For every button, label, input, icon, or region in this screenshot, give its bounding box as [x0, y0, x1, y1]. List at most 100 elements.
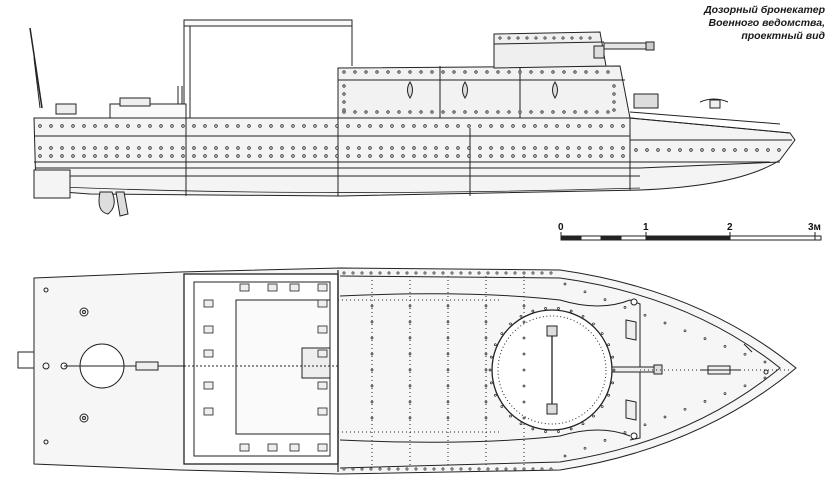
rivet	[405, 271, 409, 275]
rivet	[104, 146, 108, 150]
caption-line-3: проектный вид	[741, 30, 825, 42]
rivet	[522, 384, 526, 388]
rivet	[484, 384, 488, 388]
rivet	[214, 154, 218, 158]
rivet	[369, 271, 373, 275]
rivet	[82, 146, 86, 150]
rivet	[489, 146, 493, 150]
rivet	[700, 148, 704, 152]
rivet	[49, 124, 53, 128]
rivet	[592, 414, 595, 418]
rivet	[408, 110, 412, 114]
rivet	[430, 70, 434, 74]
rivet	[484, 304, 488, 308]
rivet	[434, 124, 438, 128]
rivet	[335, 124, 339, 128]
rivet	[370, 384, 374, 388]
rivet	[445, 146, 449, 150]
rivet	[766, 148, 770, 152]
rivet	[603, 439, 607, 442]
rivet	[396, 271, 400, 275]
rivet	[452, 70, 456, 74]
rivet	[247, 154, 251, 158]
rivet	[446, 336, 450, 340]
rivet	[570, 36, 574, 40]
rivet	[203, 154, 207, 158]
rivet	[446, 400, 450, 404]
rivet	[522, 124, 526, 128]
rivet	[379, 154, 383, 158]
rivet	[543, 36, 547, 40]
rivet	[313, 146, 317, 150]
rivet	[511, 154, 515, 158]
rivet	[563, 282, 567, 286]
rivet	[408, 400, 412, 404]
rivet	[621, 124, 625, 128]
rivet	[446, 416, 450, 420]
rivet	[486, 467, 490, 471]
rivet	[656, 148, 660, 152]
rivet	[291, 124, 295, 128]
rivet	[412, 124, 416, 128]
drawing-caption: Дозорный бронекатер Военного ведомства, …	[605, 4, 825, 43]
rivet	[703, 400, 707, 403]
rivet	[38, 124, 42, 128]
rivet	[423, 146, 427, 150]
rivet	[302, 146, 306, 150]
rivet	[763, 360, 767, 364]
rivet	[549, 271, 553, 275]
rivet	[612, 100, 616, 104]
cleat	[317, 443, 328, 452]
rivet	[445, 124, 449, 128]
rivet	[463, 70, 467, 74]
rivet	[507, 110, 511, 114]
rivet	[522, 146, 526, 150]
rivet	[531, 271, 535, 275]
rivet	[446, 352, 450, 356]
rivet	[733, 148, 737, 152]
rivet	[397, 70, 401, 74]
rivet	[342, 84, 346, 88]
rivet	[192, 154, 196, 158]
rivet	[513, 271, 517, 275]
caption-line-2: Военного ведомства,	[708, 17, 825, 29]
rivet	[569, 427, 573, 431]
rivet	[401, 146, 405, 150]
rivet	[557, 306, 560, 310]
rivet	[643, 313, 647, 317]
rivet	[412, 146, 416, 150]
rivet	[544, 146, 548, 150]
rivet	[370, 400, 374, 404]
rivet	[370, 320, 374, 324]
rivet	[379, 146, 383, 150]
rivet	[522, 416, 526, 420]
scale-label-2: 2	[727, 222, 733, 233]
rivet	[494, 343, 497, 347]
rivet	[456, 124, 460, 128]
rivet	[544, 124, 548, 128]
rivet	[557, 430, 560, 434]
rivet	[522, 467, 526, 471]
scale-label-1: 1	[643, 222, 649, 233]
rivet	[353, 70, 357, 74]
rivet	[401, 154, 405, 158]
rivet	[573, 70, 577, 74]
rivet	[434, 146, 438, 150]
rivet	[612, 368, 616, 372]
rivet	[511, 146, 515, 150]
rivet	[595, 110, 599, 114]
rivet	[115, 154, 119, 158]
cleat	[289, 443, 300, 452]
rivet	[397, 110, 401, 114]
rivet	[370, 336, 374, 340]
rivet	[351, 271, 355, 275]
rivet	[478, 154, 482, 158]
rivet	[104, 154, 108, 158]
rivet	[583, 290, 587, 294]
rivet	[93, 124, 97, 128]
rivet	[485, 110, 489, 114]
rivet	[181, 124, 185, 128]
rivet	[342, 100, 346, 104]
rivet	[495, 467, 499, 471]
rivet	[529, 70, 533, 74]
